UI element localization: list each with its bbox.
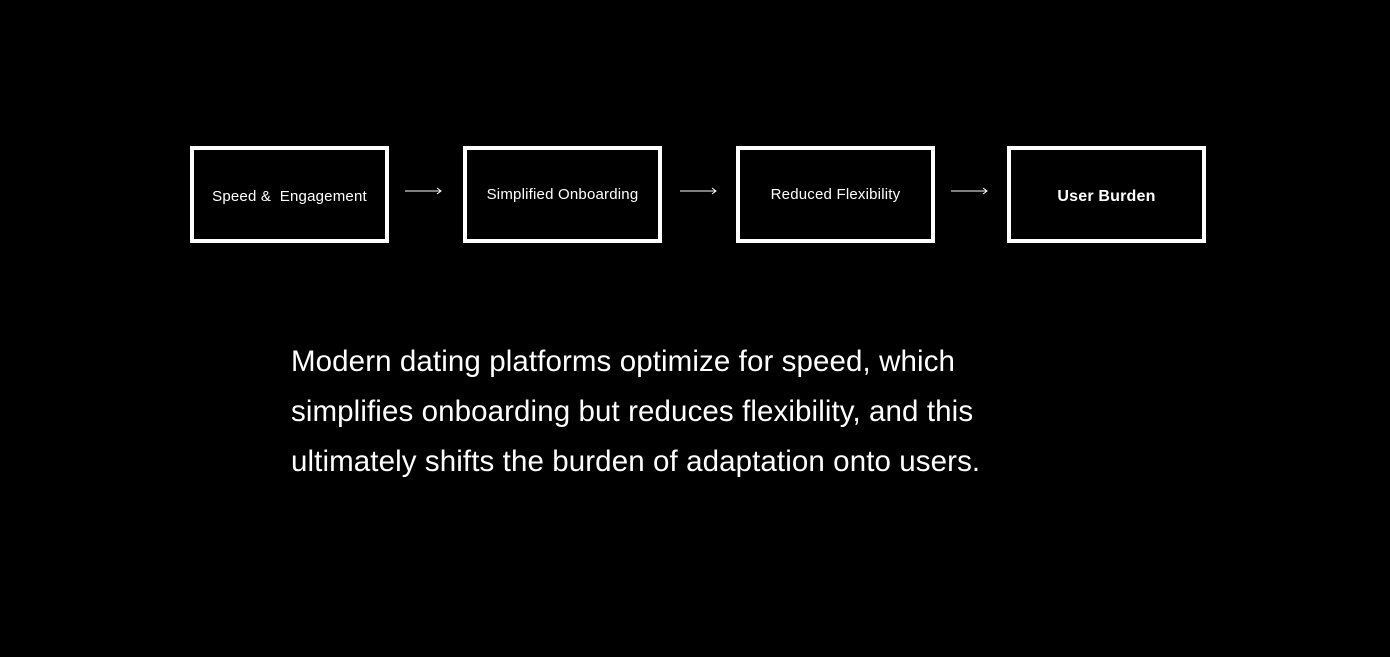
summary-line: ultimately shifts the burden of adaptati…	[291, 445, 981, 478]
summary-paragraph: Modern dating platforms optimize for spe…	[291, 337, 1111, 487]
step-user-burden: User Burden	[1007, 146, 1206, 243]
step-label: Reduced Flexibility	[770, 186, 901, 203]
step-label: User Burden	[1057, 187, 1156, 205]
summary-line: simplifies onboarding but reduces flexib…	[291, 395, 974, 428]
flow-diagram: Speed & Engagement Simplified Onboarding…	[190, 146, 1207, 243]
step-reduced-flexibility: Reduced Flexibility	[736, 146, 935, 243]
step-speed-engagement: Speed & Engagement	[190, 146, 389, 243]
arrow-right-icon	[680, 187, 717, 195]
step-simplified-onboarding: Simplified Onboarding	[463, 146, 662, 243]
summary-line: Modern dating platforms optimize for spe…	[291, 345, 956, 378]
step-label: Simplified Onboarding	[486, 186, 639, 203]
step-label: Speed & Engagement	[212, 188, 367, 205]
arrow-right-icon	[405, 187, 442, 195]
arrow-right-icon	[951, 187, 988, 195]
